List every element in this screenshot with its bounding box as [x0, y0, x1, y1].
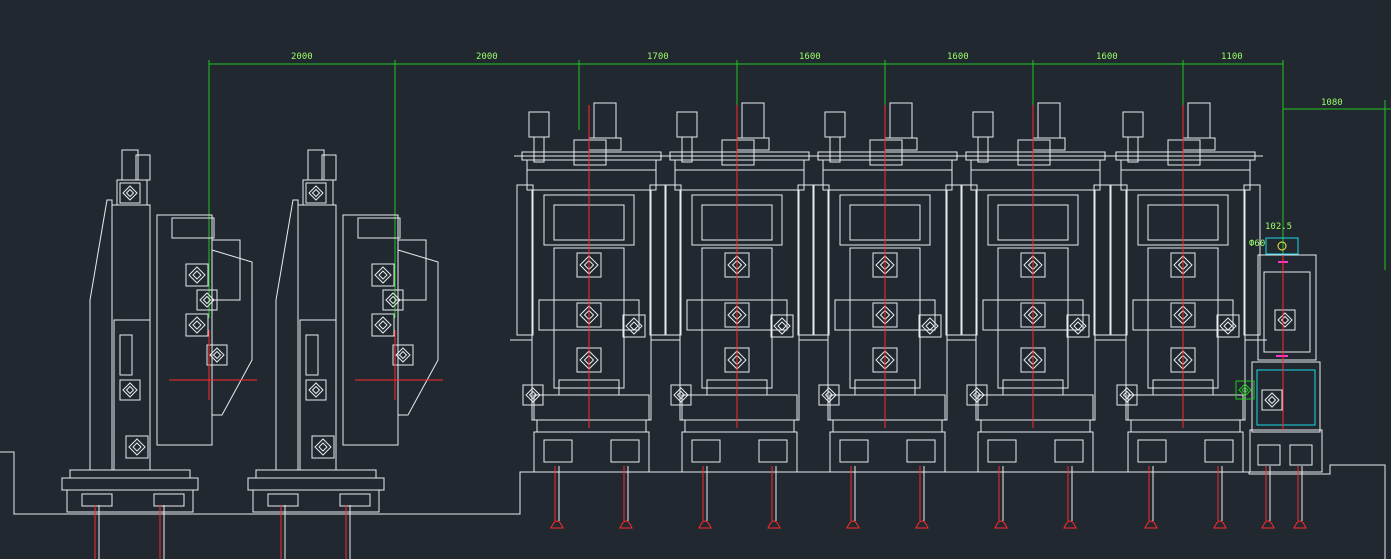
roll-diamond [918, 314, 942, 338]
roll-diamond [305, 182, 327, 204]
vertical-roll-stand [806, 102, 969, 529]
roll-diamond [196, 289, 218, 311]
anchor-bolt [767, 466, 781, 529]
end-unit-stand [1235, 237, 1323, 529]
roll-diamond [371, 263, 395, 287]
roll-diamond [371, 313, 395, 337]
anchor-bolt [159, 505, 165, 559]
roll-diamond [382, 289, 404, 311]
vertical-roll-stand [1104, 102, 1267, 529]
vertical-roll-stand [510, 102, 673, 529]
anchor-bolt [994, 466, 1008, 529]
anchor-bolt [280, 505, 286, 559]
anchor-bolt [915, 466, 929, 529]
anchor-bolt [1213, 466, 1227, 529]
dimension-label: 102.5 [1265, 222, 1292, 232]
roll-diamond [770, 314, 794, 338]
roll-diamond [125, 435, 149, 459]
end-unit [1235, 237, 1323, 529]
roll-diamond [392, 344, 414, 366]
roll-diamond [1261, 389, 1283, 411]
vertical-roll-stand [658, 102, 821, 529]
anchor-bolt [94, 505, 100, 559]
roll-diamond [1066, 314, 1090, 338]
roll-diamond [1274, 309, 1296, 331]
roll-diamond [1216, 314, 1240, 338]
side-roll-unit [247, 149, 443, 559]
dimension-label: 1600 [799, 52, 821, 62]
roll-diamond [185, 313, 209, 337]
anchor-bolt [1063, 466, 1077, 529]
dimension-label: Ф60 [1249, 239, 1265, 249]
side-roll-units [61, 149, 443, 559]
roll-diamond [119, 379, 141, 401]
roll-diamond [206, 344, 228, 366]
anchor-bolt [1144, 466, 1158, 529]
dimension-label: 1700 [647, 52, 669, 62]
anchor-bolt [1293, 466, 1307, 529]
roll-diamond [311, 435, 335, 459]
roll-diamond [622, 314, 646, 338]
dimension-chain [208, 60, 1391, 318]
vertical-roll-stand [954, 102, 1117, 529]
vertical-roll-stands [510, 102, 1267, 529]
anchor-bolt [846, 466, 860, 529]
dimension-label: 1100 [1221, 52, 1243, 62]
floor-outline [0, 451, 1386, 559]
dimension-label: 2000 [291, 52, 313, 62]
dimension-label: 2000 [476, 52, 498, 62]
dimension-labels: 2000 2000 1700 1600 1600 1600 1100 1080 … [291, 52, 1343, 249]
anchor-bolt [619, 466, 633, 529]
roll-diamond [185, 263, 209, 287]
dimension-label: 1080 [1321, 98, 1343, 108]
roll-diamond [1235, 380, 1255, 400]
anchor-bolt [698, 466, 712, 529]
anchor-bolt [550, 466, 564, 529]
dimension-label: 1600 [1096, 52, 1118, 62]
side-roll-unit [61, 149, 257, 559]
roll-diamond [119, 182, 141, 204]
anchor-bolt [1261, 466, 1275, 529]
anchor-bolt [345, 505, 351, 559]
dimension-label: 1600 [947, 52, 969, 62]
roll-diamond [305, 379, 327, 401]
